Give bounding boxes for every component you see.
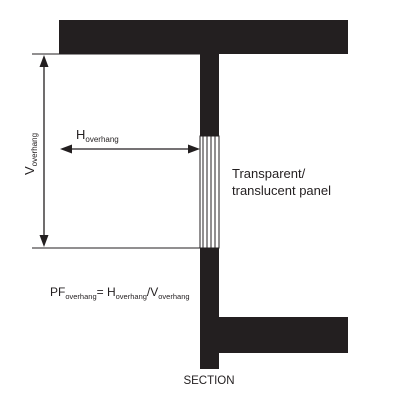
h-main: H <box>76 127 85 142</box>
wall-upper <box>200 54 219 136</box>
panel-label-line1: Transparent/ <box>232 166 306 181</box>
projection-factor-formula: PFoverhang= Hoverhang/Voverhang <box>50 285 190 301</box>
formula-h-sub: overhang <box>116 292 147 301</box>
section-caption: SECTION <box>183 375 234 387</box>
formula-pf-sub: overhang <box>65 292 96 301</box>
glazing-panel <box>199 135 220 249</box>
horizontal-dimension-arrow <box>60 144 200 154</box>
formula-slash-v: /V <box>147 285 158 299</box>
overhang-slab <box>59 20 348 54</box>
floor-slab <box>219 317 348 353</box>
v-overhang-label: Voverhang <box>22 133 39 175</box>
wall-lower <box>200 248 219 369</box>
h-overhang-label: Hoverhang <box>76 127 119 144</box>
formula-v-sub: overhang <box>158 292 189 301</box>
formula-eq-h: = H <box>97 285 116 299</box>
vertical-dimension-arrow <box>39 55 49 247</box>
panel-label-line2: translucent panel <box>232 183 331 198</box>
formula-pf: PF <box>50 285 65 299</box>
v-main: V <box>22 166 37 175</box>
v-sub: overhang <box>30 133 39 166</box>
h-sub: overhang <box>85 135 118 144</box>
